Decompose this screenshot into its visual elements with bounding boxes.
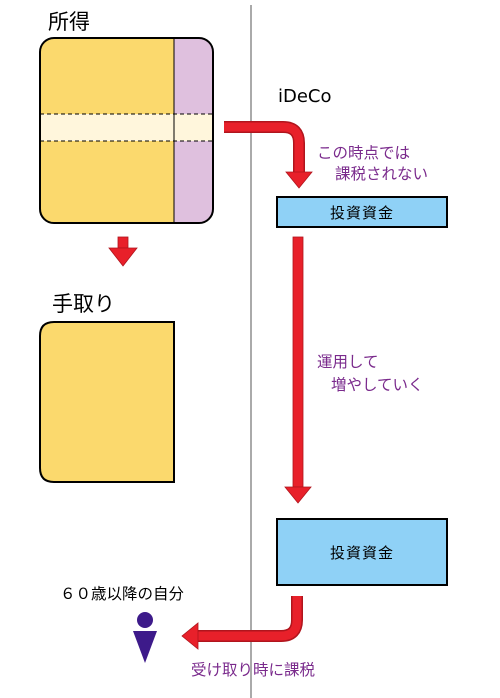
fund-box-top bbox=[276, 196, 448, 228]
fund-box-bottom-label: 投資資金 bbox=[329, 543, 394, 562]
grow-line2: 増やしていく bbox=[331, 376, 424, 394]
take-home-box bbox=[39, 321, 175, 483]
down-arrow-icon bbox=[108, 236, 138, 267]
growth-arrow-icon bbox=[284, 236, 312, 504]
contribution-arrow-icon bbox=[224, 121, 313, 189]
take-home-label: 手取り bbox=[52, 292, 115, 316]
ideco-label: iDeCo bbox=[278, 86, 332, 107]
income-box bbox=[39, 37, 214, 224]
fund-box-top-label: 投資資金 bbox=[329, 203, 394, 222]
not-taxed-line2: 課税されない bbox=[335, 165, 429, 183]
payout-arrow-icon bbox=[181, 596, 303, 650]
self-60-label: ６０歳以降の自分 bbox=[60, 585, 185, 603]
person-icon bbox=[133, 612, 157, 663]
taxed-on-receipt-label: 受け取り時に課税 bbox=[191, 661, 316, 679]
income-label: 所得 bbox=[48, 10, 90, 34]
not-taxed-line1: この時点では bbox=[317, 144, 411, 162]
fund-box-bottom bbox=[276, 518, 448, 586]
grow-line1: 運用して bbox=[317, 353, 379, 371]
